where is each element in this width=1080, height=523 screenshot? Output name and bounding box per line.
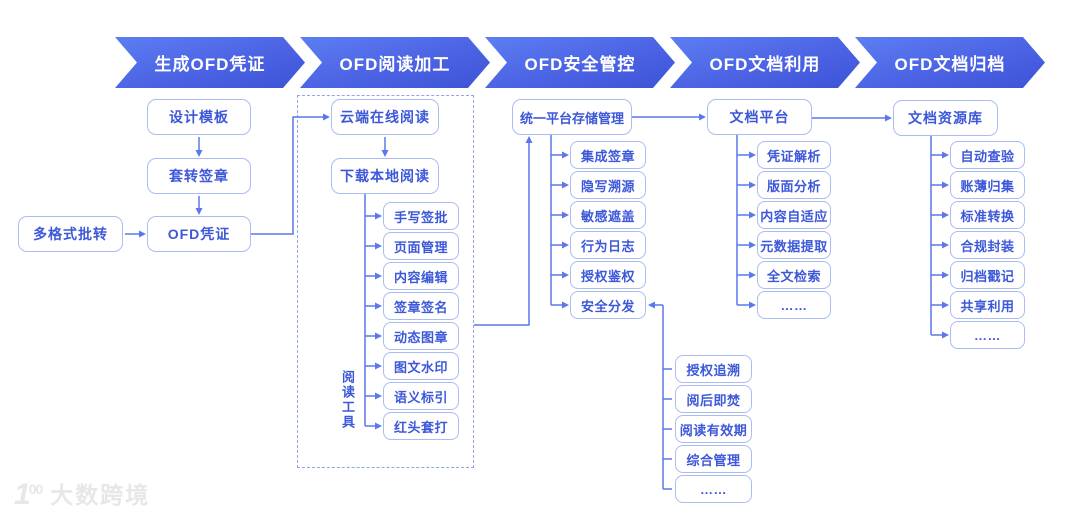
security-item: 行为日志 — [570, 231, 646, 259]
brand-logo-icon: 1 — [14, 478, 31, 511]
node-secure-distribution: 安全分发 — [570, 291, 646, 319]
tool-item: 手写签批 — [383, 202, 459, 230]
brand-logo-sup: 00 — [28, 481, 44, 497]
archive-item: …… — [950, 321, 1025, 349]
archive-item: 归档戳记 — [950, 261, 1025, 289]
reading-tools-label: 阅读工具 — [340, 370, 355, 430]
utilization-item: 全文检索 — [757, 261, 831, 289]
tool-item: 图文水印 — [383, 352, 459, 380]
stage-banner-reading: OFD阅读加工 — [300, 37, 490, 88]
distribution-sub-item: 阅后即焚 — [675, 385, 752, 413]
security-item: 隐写溯源 — [570, 171, 646, 199]
tool-item: 红头套打 — [383, 412, 459, 440]
stage-banner-utilization: OFD文档利用 — [670, 37, 860, 88]
security-item: 集成签章 — [570, 141, 646, 169]
utilization-item: 元数据提取 — [757, 231, 831, 259]
distribution-sub-item: 授权追溯 — [675, 355, 752, 383]
security-item: 敏感遮盖 — [570, 201, 646, 229]
stage-banner-archive: OFD文档归档 — [855, 37, 1045, 88]
archive-item: 标准转换 — [950, 201, 1025, 229]
reading-stage-container — [297, 95, 474, 468]
node-ofd-voucher: OFD凭证 — [147, 216, 251, 252]
brand-name: 大数跨境 — [50, 482, 151, 508]
distribution-sub-item: 阅读有效期 — [675, 415, 752, 443]
tool-item: 页面管理 — [383, 232, 459, 260]
node-platform-storage: 统一平台存储管理 — [512, 99, 632, 135]
node-doc-platform: 文档平台 — [707, 99, 812, 135]
security-item: 授权鉴权 — [570, 261, 646, 289]
node-doc-repository: 文档资源库 — [893, 100, 998, 136]
node-local-reading: 下载本地阅读 — [331, 158, 439, 194]
distribution-sub-item: 综合管理 — [675, 445, 752, 473]
node-stamp-signature: 套转签章 — [147, 158, 251, 194]
archive-item: 合规封装 — [950, 231, 1025, 259]
archive-item: 账薄归集 — [950, 171, 1025, 199]
tool-item: 语义标引 — [383, 382, 459, 410]
utilization-item: 内容自适应 — [757, 201, 831, 229]
distribution-sub-item: …… — [675, 475, 752, 503]
archive-item: 自动查验 — [950, 141, 1025, 169]
utilization-item: 凭证解析 — [757, 141, 831, 169]
utilization-item: …… — [757, 291, 831, 319]
node-cloud-reading: 云端在线阅读 — [331, 99, 439, 135]
tool-item: 签章签名 — [383, 292, 459, 320]
tool-item: 内容编辑 — [383, 262, 459, 290]
stage-banner-generate: 生成OFD凭证 — [115, 37, 305, 88]
stage-banner-security: OFD安全管控 — [485, 37, 675, 88]
node-design-template: 设计模板 — [147, 99, 251, 135]
utilization-item: 版面分析 — [757, 171, 831, 199]
archive-item: 共享利用 — [950, 291, 1025, 319]
node-multi-format: 多格式批转 — [18, 216, 123, 252]
tool-item: 动态图章 — [383, 322, 459, 350]
